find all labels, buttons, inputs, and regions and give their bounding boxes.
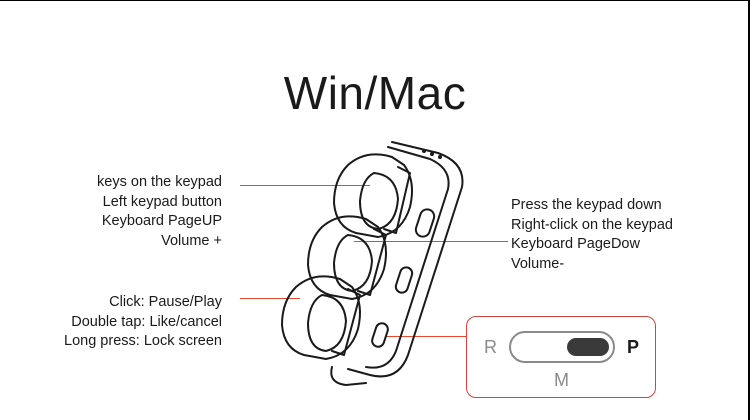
status-led-2 (430, 152, 434, 156)
device-body-inner-edge (365, 146, 450, 369)
keycap-bottom-face (307, 294, 347, 352)
leader-line-bottom-key (240, 298, 300, 299)
middle-key-function-3: Keyboard PageDow (511, 236, 640, 252)
top-border (0, 0, 750, 1)
bottom-key-function-2: Double tap: Like/cancel (71, 313, 222, 330)
right-border (748, 0, 750, 420)
mode-label-p: P (627, 337, 640, 357)
top-key-function-1: keys on the keypad (97, 174, 222, 190)
middle-key-function-1: Press the keypad down (511, 197, 662, 213)
bottom-key-function-3: Long press: Lock screen (64, 333, 222, 349)
top-key-function-2: Left keypad button (102, 193, 222, 210)
status-led-3 (438, 155, 442, 159)
status-led-1 (422, 149, 426, 153)
top-key-function-4: Volume + (161, 232, 222, 249)
mode-switch-slot (371, 322, 389, 348)
mode-switch-track (509, 331, 615, 363)
top-key-function-3: Keyboard PageUP (101, 213, 222, 229)
device-body-outline (347, 141, 464, 378)
mode-label-r: R (484, 337, 497, 357)
mode-switch-callout: R P M (466, 316, 656, 398)
leader-line-top-key (240, 185, 370, 186)
keypad-device-illustration (281, 141, 464, 386)
keycap-middle-face (333, 234, 373, 292)
leader-line-mode-switch (386, 336, 466, 337)
top-key-functions: keys on the keypad Left keypad button Ke… (97, 173, 222, 251)
device-bottom-foot (330, 366, 367, 386)
middle-key-function-2: Right-click on the keypad (511, 216, 673, 233)
middle-key-functions: Press the keypad down Right-click on the… (511, 196, 673, 274)
switch-stem-middle (357, 228, 387, 296)
bottom-key-function-1: Click: Pause/Play (109, 294, 222, 310)
switch-stem-bottom (331, 288, 361, 356)
page-title: Win/Mac (283, 67, 467, 119)
bottom-key-functions: Click: Pause/Play Double tap: Like/cance… (64, 293, 222, 352)
side-oval-button-upper (414, 208, 436, 238)
switch-stem-top (383, 166, 411, 234)
mode-switch-knob (567, 338, 609, 356)
side-oval-button-lower (394, 266, 414, 294)
mode-label-m: M (554, 370, 569, 390)
keycap-top-face (359, 172, 399, 230)
middle-key-function-4: Volume- (511, 255, 565, 272)
